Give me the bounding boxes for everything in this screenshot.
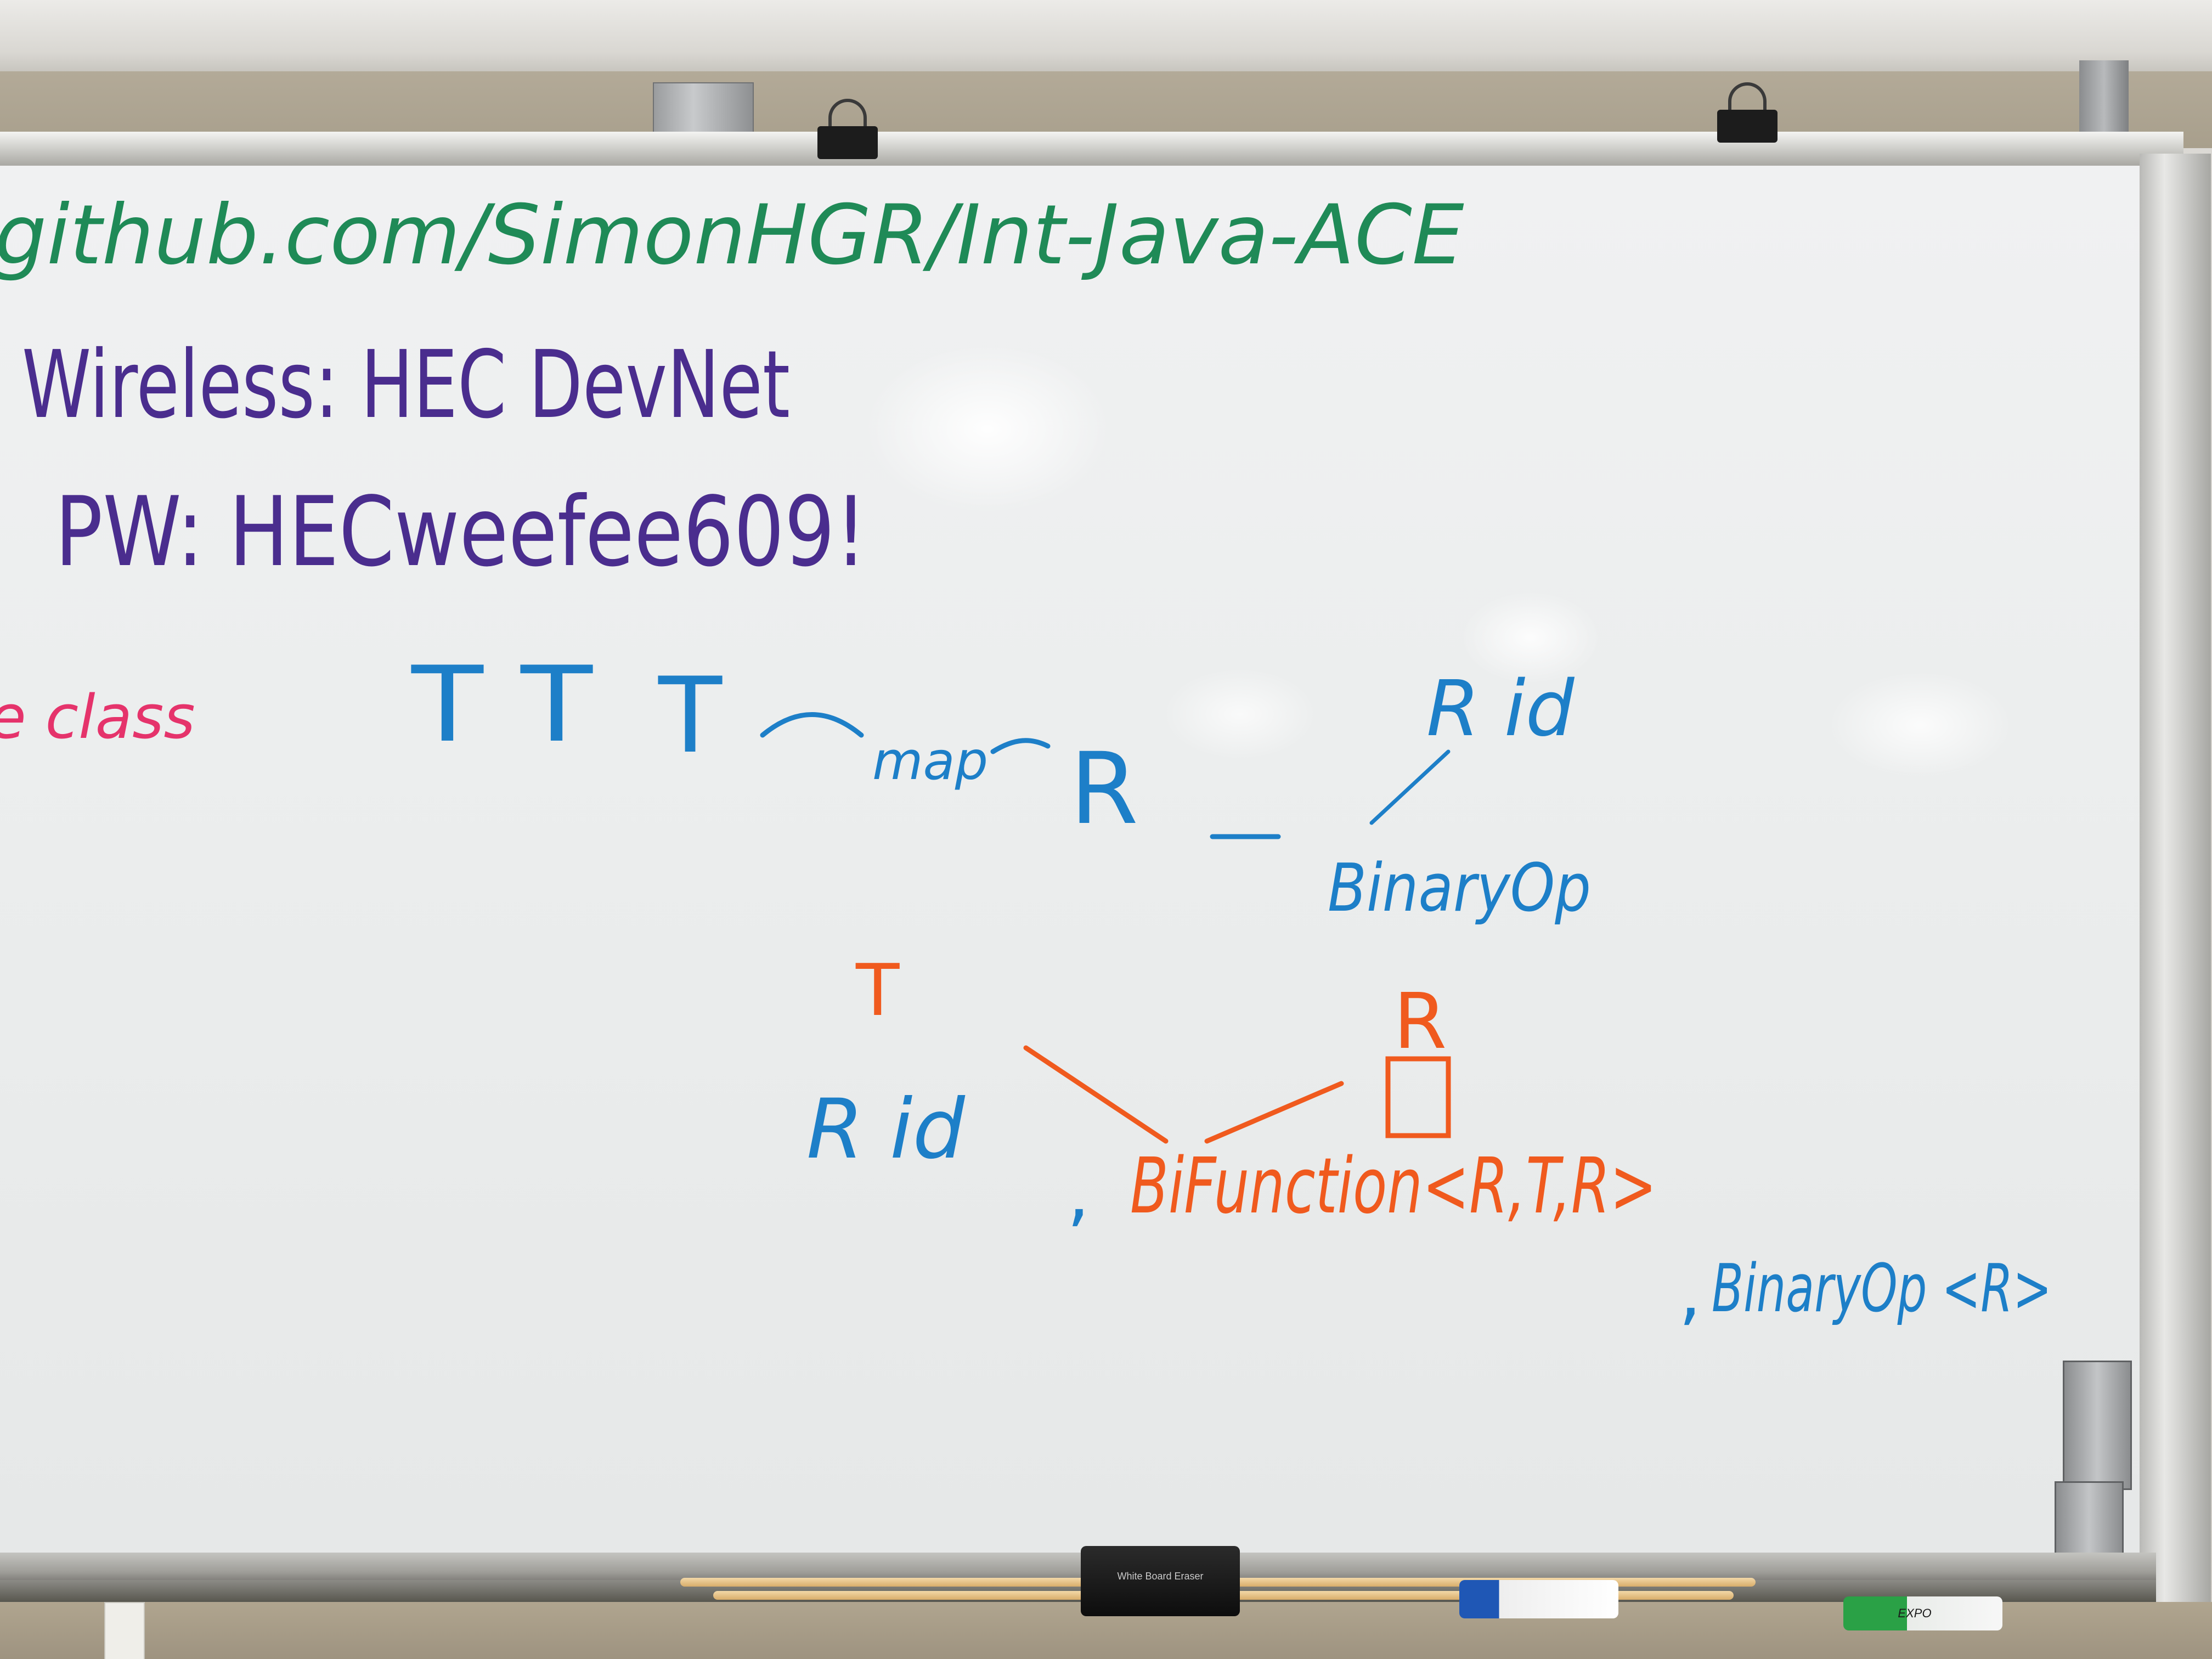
whiteboard-marker[interactable] — [1459, 1580, 1618, 1618]
eraser-label: White Board Eraser — [1117, 1571, 1204, 1582]
bifunction-label: BiFunction<R,T,R> — [1130, 1142, 1657, 1231]
t-t-label: T T — [411, 644, 593, 765]
board-hook — [2063, 1361, 2132, 1490]
orange-line-right — [1204, 1081, 1344, 1144]
binder-clip — [1717, 82, 1778, 143]
wireless-text: Wireless: HEC DevNet — [22, 331, 790, 439]
r-id-top-label: R id — [1426, 664, 1575, 754]
r-id-bottom-label: R id — [806, 1082, 966, 1177]
binder-clip — [817, 99, 878, 159]
url-text: github.com/SimonHGR/Int-Java-ACE — [0, 188, 1464, 283]
orange-line-left — [1023, 1045, 1169, 1144]
expo-marker-label: EXPO — [1898, 1606, 1932, 1620]
r-orange-label: R — [1393, 977, 1447, 1066]
r-label: R — [1070, 732, 1138, 847]
map-tail — [990, 738, 1051, 754]
whiteboard-frame — [2140, 154, 2211, 1602]
map-arrow — [760, 712, 864, 738]
box-shape — [1385, 1056, 1451, 1138]
wall-outlet — [104, 1602, 145, 1659]
whiteboard-surface — [0, 166, 2156, 1559]
whiteboard-eraser[interactable]: White Board Eraser — [1081, 1546, 1240, 1616]
binaryop-top-label: BinaryOp — [1328, 850, 1591, 927]
t-label: T — [658, 655, 723, 776]
binaryop-bottom-label: BinaryOp <R> — [1712, 1251, 2052, 1327]
password-text: PW: HECweefee609! — [55, 477, 867, 588]
connector-line — [1369, 749, 1451, 825]
map-label: map — [872, 731, 988, 792]
comma-right: , — [1679, 1250, 1701, 1334]
expo-marker[interactable]: EXPO — [1843, 1596, 2002, 1630]
comma-left: , — [1067, 1152, 1090, 1235]
t-orange-label: T — [855, 949, 900, 1032]
class-fragment-text: e class — [0, 682, 195, 752]
